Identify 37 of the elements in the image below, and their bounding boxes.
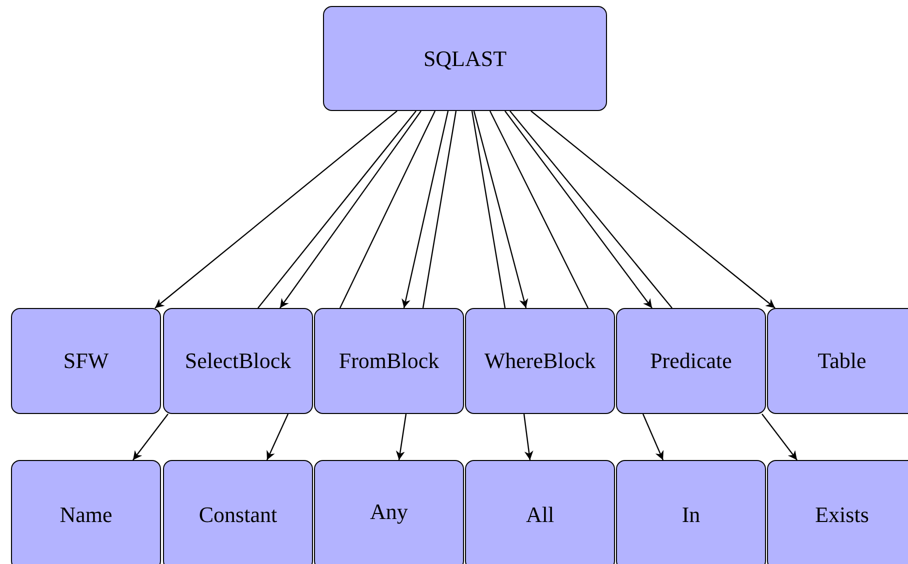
node-box — [314, 308, 464, 414]
arrow — [402, 110, 449, 308]
arrow — [523, 414, 534, 460]
node-box — [767, 460, 908, 564]
node-box — [314, 460, 464, 564]
node-box — [767, 308, 908, 414]
node-label: SFW — [63, 348, 109, 374]
node-label: Table — [818, 348, 866, 374]
node-box — [11, 308, 161, 414]
node-box — [465, 308, 615, 414]
arrow — [642, 414, 664, 460]
node-box — [163, 308, 313, 414]
arrow — [266, 414, 289, 460]
node-label: WhereBlock — [484, 348, 596, 374]
node-box — [616, 308, 766, 414]
arrow — [132, 414, 168, 460]
node-label: Constant — [198, 502, 278, 528]
node-box — [323, 6, 607, 111]
arrow — [762, 414, 798, 460]
arrow — [396, 414, 407, 460]
node-box — [465, 460, 615, 564]
node-label: FromBlock — [338, 348, 440, 374]
arrow — [280, 110, 422, 308]
node-label: Exists — [815, 502, 869, 528]
node-box — [163, 460, 313, 564]
node-label: Any — [370, 499, 408, 525]
node-label: Predicate — [650, 348, 732, 374]
node-label: In — [682, 502, 700, 528]
node-label: SQLAST — [423, 46, 507, 72]
arrow — [154, 110, 398, 308]
arrow — [530, 110, 776, 308]
node-label: All — [526, 502, 554, 528]
node-label: SelectBlock — [184, 348, 292, 374]
arrow — [473, 110, 528, 308]
node-box — [616, 460, 766, 564]
node-label: Name — [60, 502, 112, 528]
node-box — [11, 460, 161, 564]
